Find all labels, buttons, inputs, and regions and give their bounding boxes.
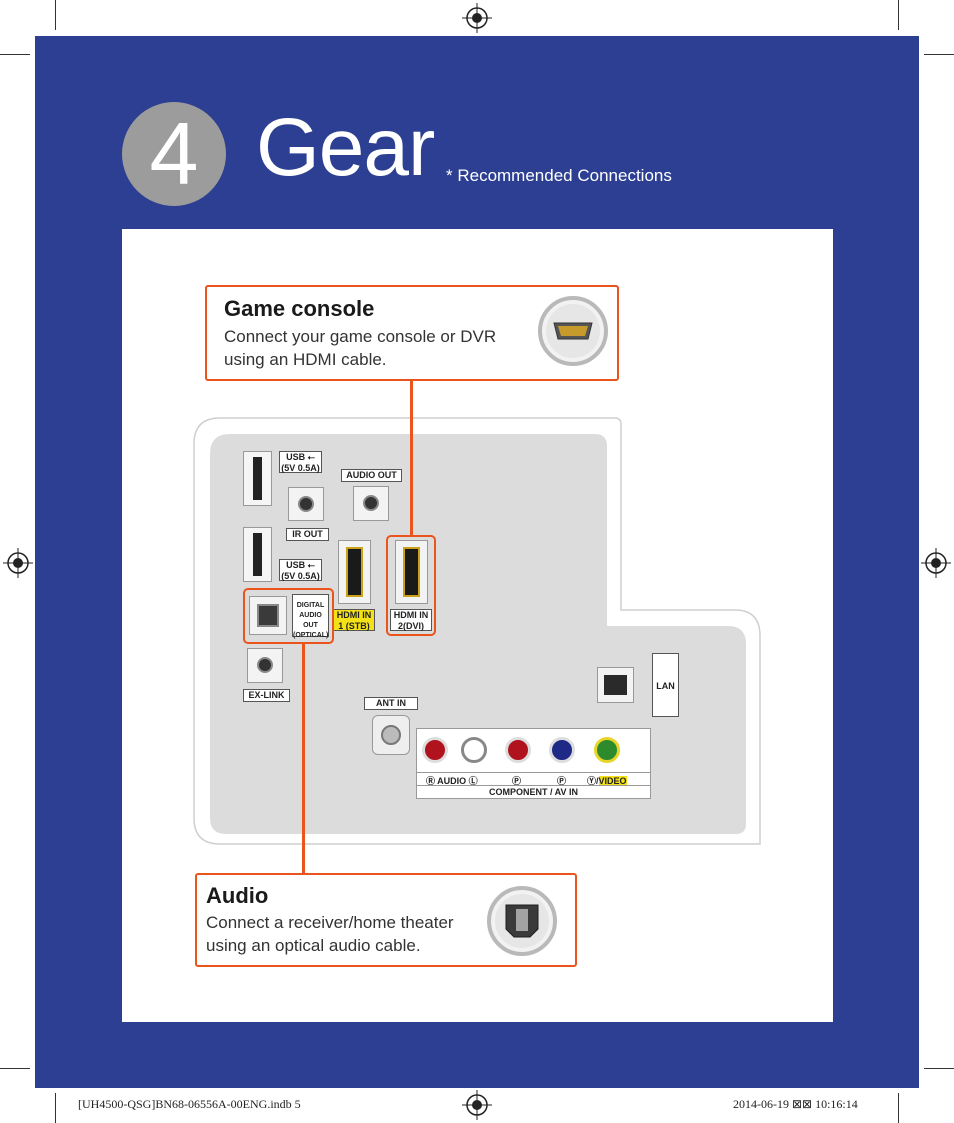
game-console-connector-line <box>410 380 413 536</box>
game-console-title: Game console <box>224 296 375 321</box>
ex-link-jack <box>247 648 283 683</box>
pr-jack <box>505 737 531 763</box>
usb-1-label-line2: (5V 0.5A) <box>281 463 320 473</box>
crop-mark <box>898 0 899 30</box>
crop-mark <box>898 1093 899 1123</box>
usb-1-label-line1: USB ⭠ <box>286 452 315 462</box>
usb-2-label: USB ⭠ (5V 0.5A) <box>279 559 322 581</box>
hdmi-1-label: HDMI IN 1 (STB) <box>333 609 375 631</box>
usb-1-label: USB ⭠ (5V 0.5A) <box>279 451 322 473</box>
audio-text-line2: using an optical audio cable. <box>206 936 421 955</box>
registration-mark-icon <box>921 548 951 578</box>
component-av-in-label: COMPONENT / AV IN <box>488 787 578 797</box>
component-divider-2 <box>416 785 651 786</box>
optical-plug-icon <box>487 886 557 956</box>
hdmi-2-label: HDMI IN 2(DVI) <box>390 609 432 631</box>
y-label: Ⓨ/ <box>587 776 599 786</box>
usb-2-label-line1: USB ⭠ <box>286 560 315 570</box>
y-video-label: Ⓨ/VIDEO <box>587 774 627 787</box>
step-number-badge: 4 <box>122 102 226 206</box>
pr-label: Ⓟ <box>512 776 522 786</box>
pb-jack <box>549 737 575 763</box>
digital-audio-out-label: DIGITAL AUDIO OUT (OPTICAL) <box>292 594 329 639</box>
optical-highlight <box>243 588 334 644</box>
audio-left-jack <box>461 737 487 763</box>
y-video-jack <box>594 737 620 763</box>
audio-connector-line <box>302 643 305 875</box>
component-divider <box>416 772 651 773</box>
ir-out-label: IR OUT <box>286 528 329 541</box>
hdmi-2-port <box>395 540 428 604</box>
footer-filename: [UH4500-QSG]BN68-06556A-00ENG.indb 5 <box>78 1097 301 1111</box>
video-label: VIDEO <box>598 776 627 786</box>
digital-label-line3: (OPTICAL) <box>293 632 329 639</box>
usb-port-1 <box>243 451 272 506</box>
registration-mark-icon <box>462 1090 492 1120</box>
audio-title: Audio <box>206 883 269 908</box>
crop-mark <box>0 54 30 55</box>
digital-label-line2: AUDIO OUT <box>299 612 322 629</box>
registration-mark-icon <box>3 548 33 578</box>
lan-port <box>597 667 634 703</box>
game-console-text-line2: using an HDMI cable. <box>224 350 387 369</box>
crop-mark <box>55 1093 56 1123</box>
hdmi-2-highlight <box>386 535 436 636</box>
ant-in-label: ANT IN <box>364 697 418 710</box>
game-console-callout: Game console Connect your game console o… <box>205 285 619 381</box>
page-title: Gear <box>256 102 435 193</box>
crop-mark <box>924 54 954 55</box>
hdmi-plug-icon <box>538 296 608 366</box>
footer-timestamp: 2014-06-19 ⊠⊠ 10:16:14 <box>733 1097 858 1111</box>
pb-label: Ⓟ <box>557 776 567 786</box>
digital-label-line1: DIGITAL <box>296 602 325 609</box>
crop-mark <box>0 1068 30 1069</box>
hdmi-1-label-line1: HDMI IN <box>336 610 372 620</box>
audio-right-jack <box>422 737 448 763</box>
hdmi-2-label-line2: 2(DVI) <box>397 621 424 631</box>
audio-callout: Audio Connect a receiver/home theater us… <box>195 873 577 967</box>
usb-port-2 <box>243 527 272 582</box>
registration-mark-icon <box>462 3 492 33</box>
usb-2-label-line2: (5V 0.5A) <box>281 571 320 581</box>
optical-port <box>249 596 287 635</box>
ex-link-label: EX-LINK <box>243 689 290 702</box>
hdmi-1-label-line2: 1 (STB) <box>338 621 370 631</box>
lan-label: LAN <box>652 653 679 717</box>
hdmi-1-port <box>338 540 371 604</box>
crop-mark <box>55 0 56 30</box>
crop-mark <box>924 1068 954 1069</box>
audio-text-line1: Connect a receiver/home theater <box>206 913 454 932</box>
audio-out-label: AUDIO OUT <box>341 469 402 482</box>
ir-out-jack <box>288 487 324 521</box>
audio-rl-label: Ⓡ AUDIO Ⓛ <box>426 776 478 786</box>
hdmi-2-label-line1: HDMI IN <box>393 610 429 620</box>
audio-out-jack <box>353 486 389 521</box>
game-console-text-line1: Connect your game console or DVR <box>224 327 497 346</box>
antenna-connector <box>372 715 410 755</box>
page-subtitle: * Recommended Connections <box>446 166 672 185</box>
